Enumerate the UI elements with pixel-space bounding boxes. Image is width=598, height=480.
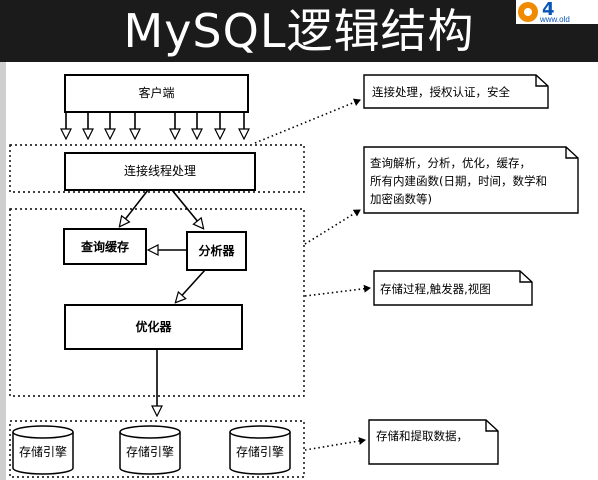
slide-title: MySQL逻辑结构 bbox=[123, 4, 475, 58]
connector-parse bbox=[304, 209, 361, 245]
parser-label: 分析器 bbox=[198, 244, 235, 258]
optimizer-label: 优化器 bbox=[135, 320, 172, 334]
storage-engine-label-2: 存储引擎 bbox=[125, 445, 174, 459]
connector-procedures bbox=[304, 284, 371, 297]
note-procedures bbox=[373, 270, 533, 306]
storage-engine-label-1: 存储引擎 bbox=[18, 445, 67, 459]
arrow-parser-to-optimizer bbox=[176, 269, 206, 302]
arrow-to-parser bbox=[171, 189, 203, 228]
client-box bbox=[64, 74, 249, 113]
client-arrows bbox=[66, 112, 244, 138]
note-parse bbox=[363, 146, 579, 214]
arrow-to-cache bbox=[120, 189, 149, 226]
connector-auth bbox=[254, 98, 361, 144]
storage-layer-region bbox=[9, 420, 305, 478]
storage-engine-cylinder-1 bbox=[12, 425, 74, 475]
server-layer-region bbox=[9, 208, 305, 397]
note-parse-line-1: 查询解析，分析，优化，缓存， bbox=[370, 156, 531, 170]
connection-layer-region bbox=[9, 144, 305, 193]
query-cache-box bbox=[63, 228, 147, 265]
client-label: 客户端 bbox=[138, 86, 175, 100]
note-procedures-text: 存储过程,触发器,视图 bbox=[380, 282, 491, 296]
logo-mark: 4 bbox=[542, 0, 555, 20]
note-parse-line-3: 加密函数等) bbox=[370, 192, 432, 206]
storage-engine-cylinder-3 bbox=[229, 425, 291, 475]
note-auth-text: 连接处理，授权认证，安全 bbox=[372, 85, 510, 99]
note-storage-text: 存储和提取数据， bbox=[376, 429, 468, 443]
note-storage bbox=[368, 419, 499, 465]
connector-storage bbox=[304, 437, 366, 451]
note-parse-line-2: 所有内建函数(日期，时间，数学和 bbox=[370, 174, 547, 188]
panel-left-edge bbox=[0, 62, 6, 480]
optimizer-box bbox=[64, 304, 243, 350]
logo-url: www.old bbox=[540, 15, 570, 24]
query-cache-label: 查询缓存 bbox=[80, 240, 129, 254]
note-auth bbox=[363, 74, 549, 109]
connection-thread-label: 连接线程处理 bbox=[123, 164, 196, 178]
parser-box bbox=[186, 231, 247, 271]
storage-engine-cylinder-2 bbox=[119, 425, 181, 475]
connection-thread-box bbox=[64, 152, 256, 191]
logo-icon bbox=[518, 2, 538, 22]
site-logo: 4 www.old bbox=[516, 0, 598, 24]
storage-engine-label-3: 存储引擎 bbox=[235, 445, 284, 459]
